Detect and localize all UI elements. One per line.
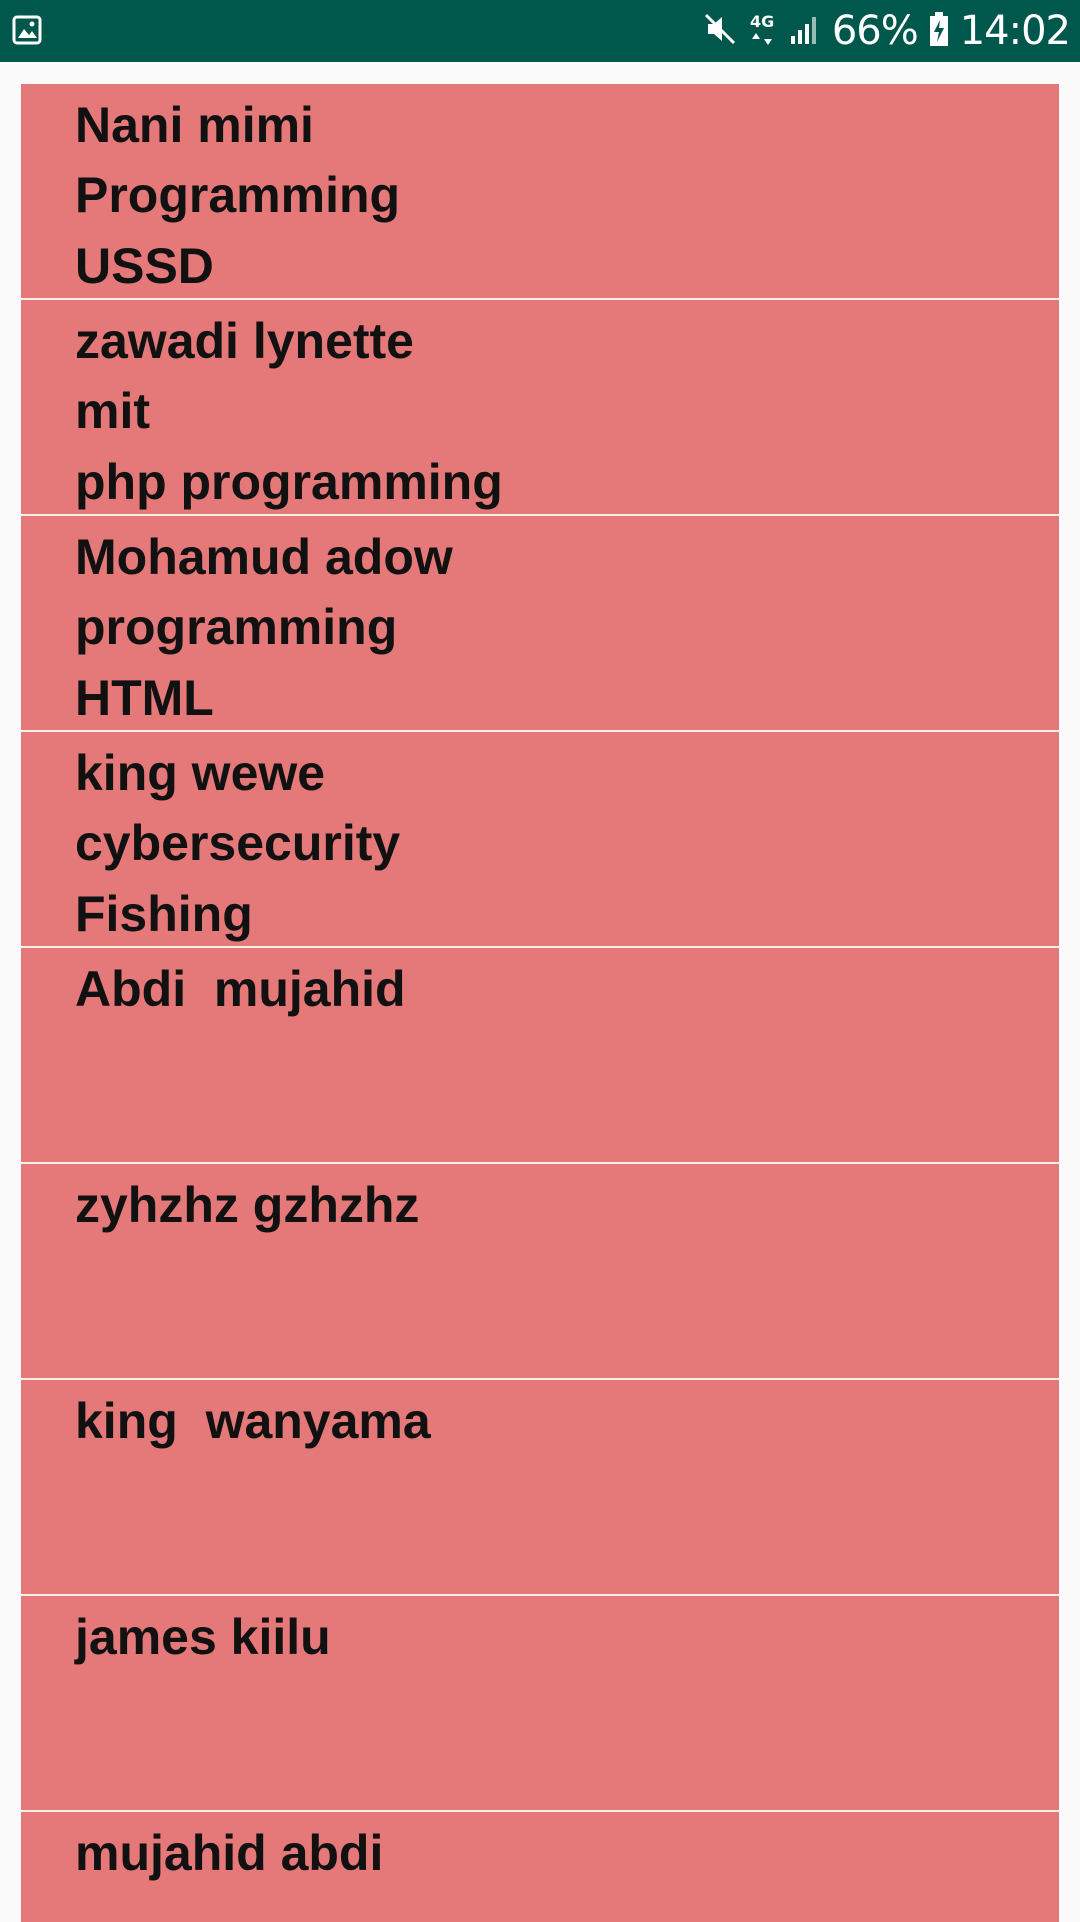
item-name: mujahid abdi [75,1825,384,1881]
gallery-icon [12,15,42,45]
network-4g-icon: 4G [748,9,778,54]
item-name: Nani mimi [75,97,314,153]
list-item[interactable]: james kiilu [21,1596,1059,1812]
list-item[interactable]: king wanyama [21,1380,1059,1596]
item-course: mit [75,383,150,439]
list-item[interactable]: Mohamud adow programming HTML [21,516,1059,732]
item-course: programming [75,599,398,655]
list-item[interactable]: zawadi lynette mit php programming [21,300,1059,516]
item-topic: HTML [75,670,214,726]
status-bar: 4G 66% 14:02 [0,0,1080,62]
mute-icon [702,11,738,52]
item-name: king wewe [75,745,326,801]
item-course: Programming [75,167,401,223]
item-topic: php programming [75,454,503,510]
item-name: zyhzhz gzhzhz [75,1177,420,1233]
network-label: 4G [750,12,774,31]
item-name: Mohamud adow [75,529,453,585]
signal-icon [788,12,822,51]
list-item[interactable]: Abdi mujahid [21,948,1059,1164]
list-item[interactable]: Nani mimi Programming USSD [21,84,1059,300]
list-item[interactable]: zyhzhz gzhzhz [21,1164,1059,1380]
item-course: cybersecurity [75,815,401,871]
clock: 14:02 [959,8,1071,54]
item-name: james kiilu [75,1609,331,1665]
status-icons: 4G 66% 14:02 [702,0,1071,62]
item-name: zawadi lynette [75,313,414,369]
item-topic: USSD [75,238,214,294]
list-item[interactable]: mujahid abdi [21,1812,1059,1922]
list-item[interactable]: king wewe cybersecurity Fishing [21,732,1059,948]
item-name: king wanyama [75,1393,431,1449]
item-topic: Fishing [75,886,253,942]
student-list[interactable]: Nani mimi Programming USSD zawadi lynett… [21,84,1059,1922]
battery-percent: 66% [831,8,919,54]
item-name: Abdi mujahid [75,961,406,1017]
battery-charging-icon [928,11,950,52]
